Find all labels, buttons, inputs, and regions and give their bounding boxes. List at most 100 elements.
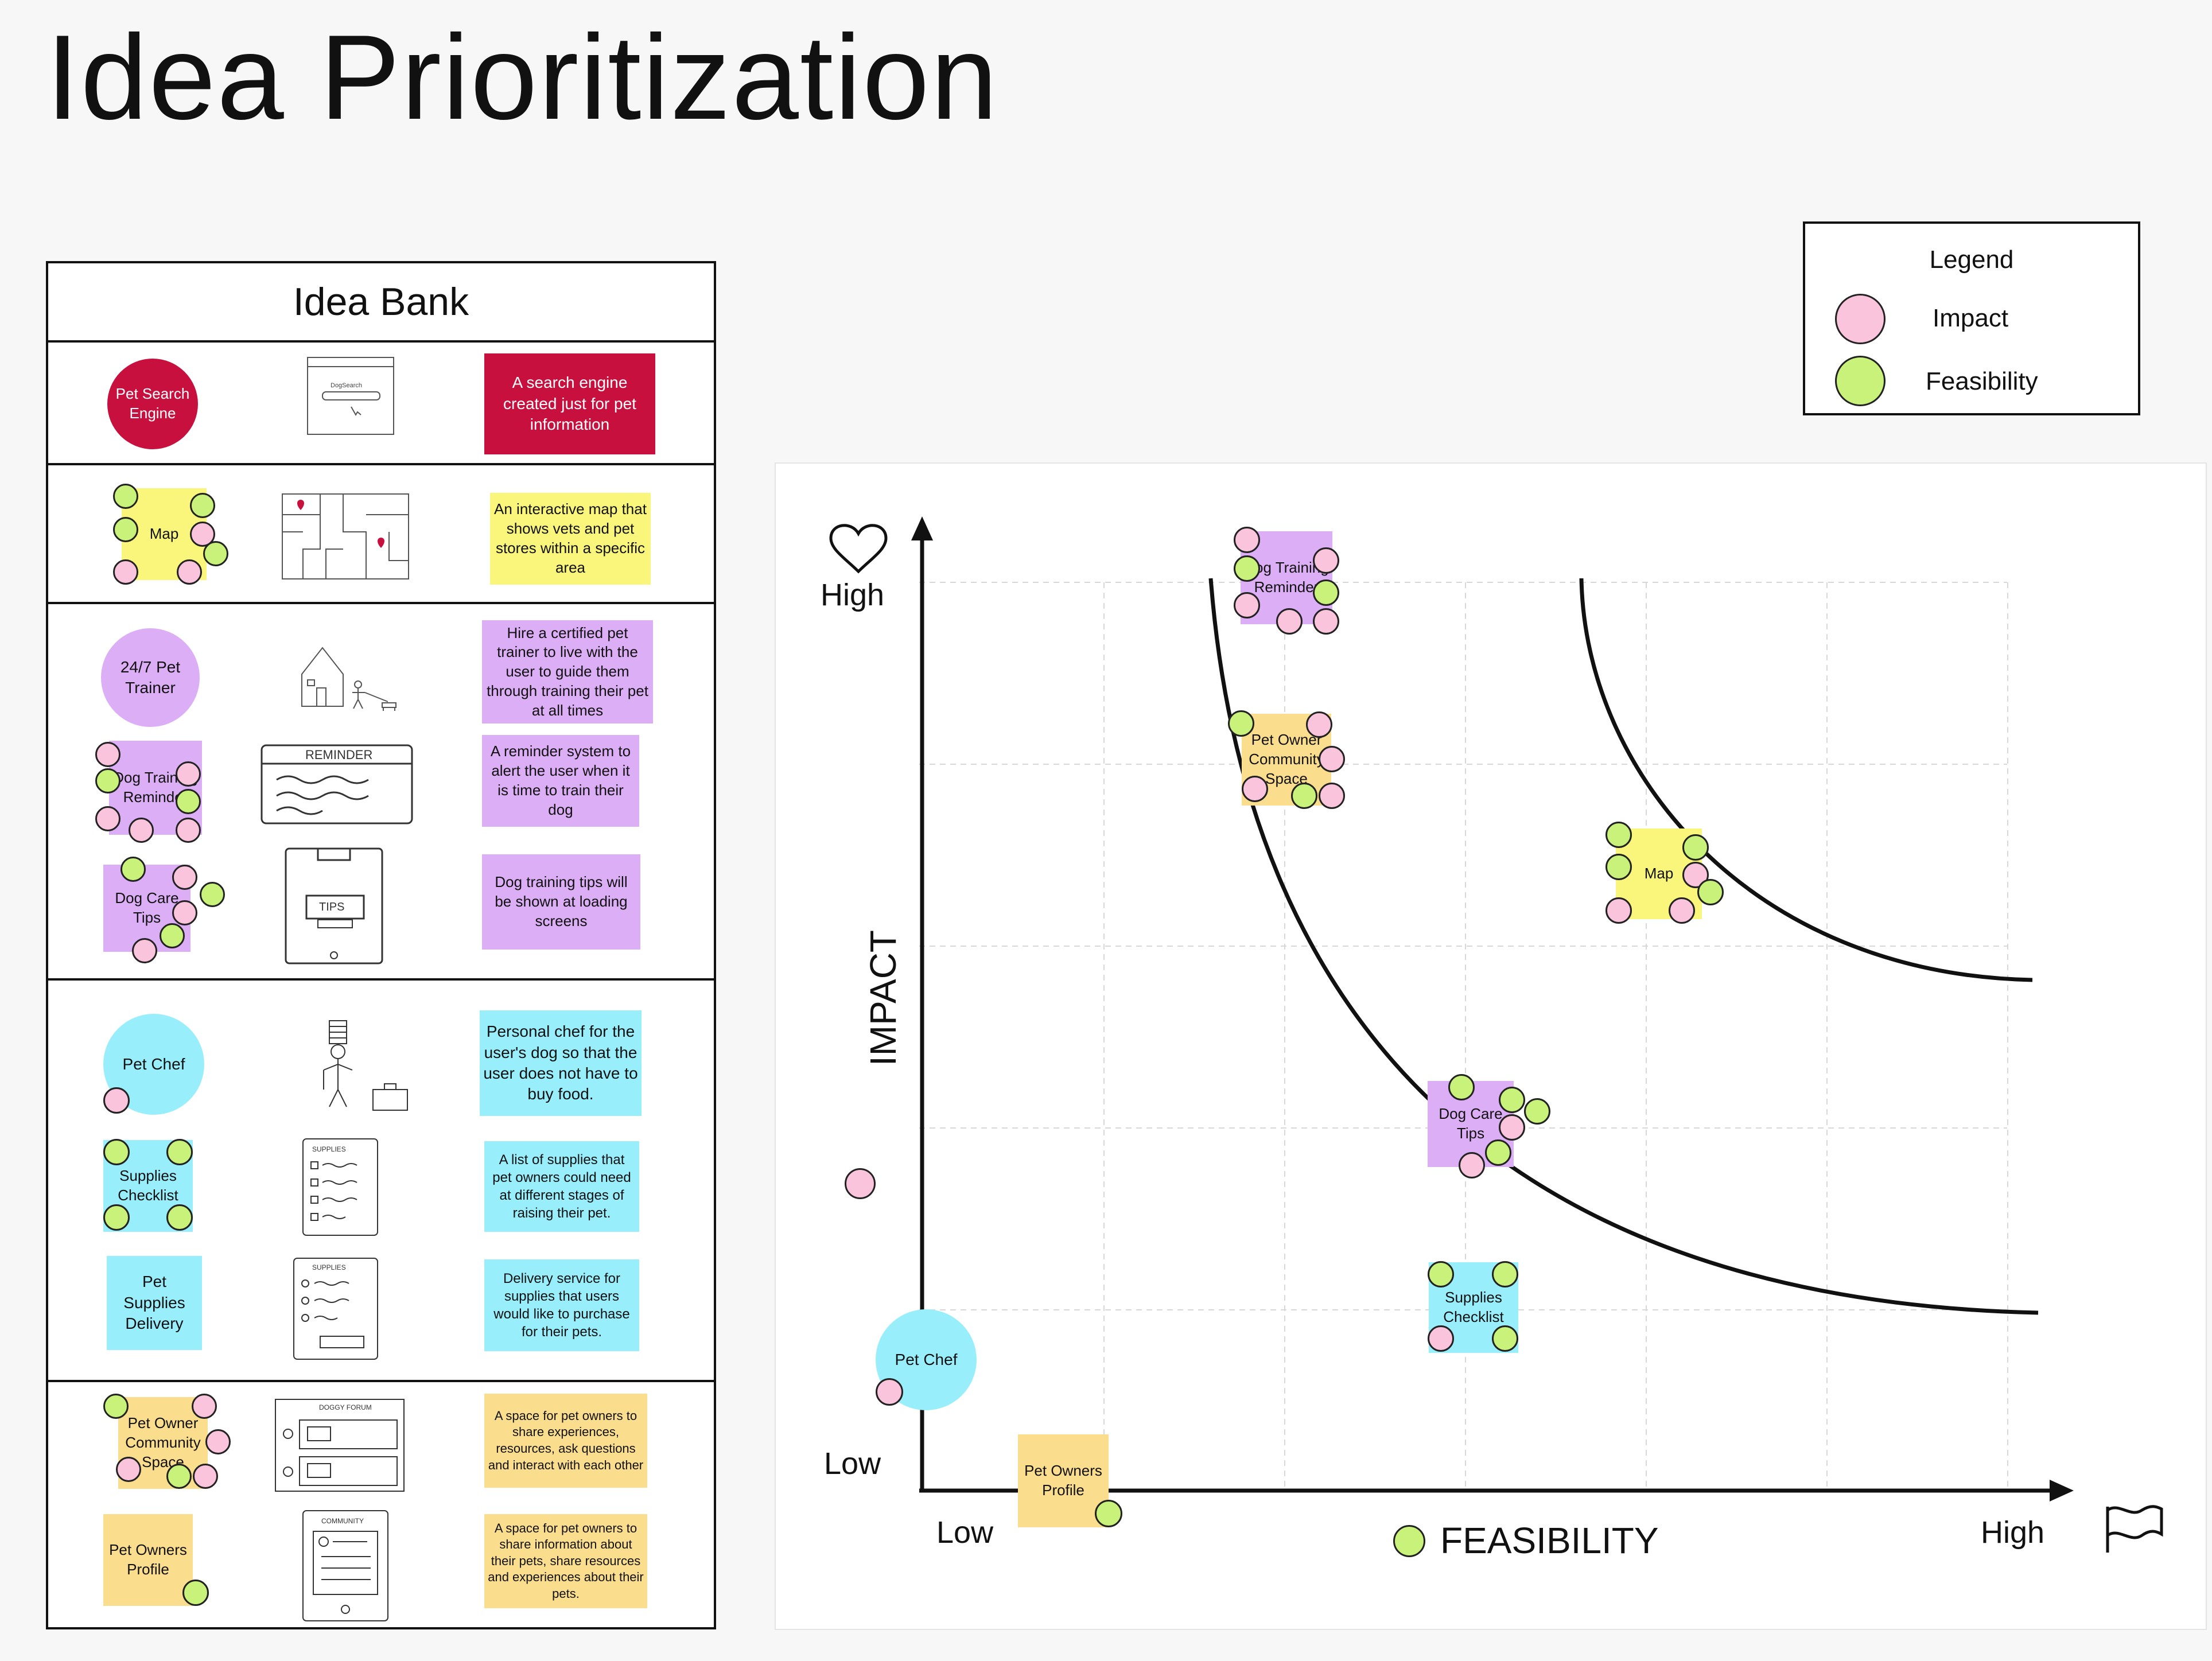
feasibility-vote-dot xyxy=(1605,822,1632,848)
checklist-sketch: SUPPLIES xyxy=(302,1138,378,1236)
impact-vote-dot xyxy=(95,742,120,767)
idea-description: A list of supplies that pet owners could… xyxy=(484,1141,639,1232)
feasibility-vote-dot xyxy=(1499,1087,1525,1113)
feasibility-vote-dot xyxy=(1228,710,1254,737)
flag-icon xyxy=(2106,1505,2163,1553)
feasibility-vote-dot xyxy=(160,923,185,948)
impact-vote-dot xyxy=(1319,783,1345,809)
impact-vote-dot xyxy=(95,806,120,831)
forum-sketch-label: DOGGY FORUM xyxy=(319,1403,372,1411)
feasibility-vote-dot xyxy=(113,484,138,509)
idea-description: Hire a certified pet trainer to live wit… xyxy=(482,620,653,723)
feasibility-legend-dot xyxy=(1835,356,1886,406)
feasibility-vote-dot xyxy=(190,493,215,518)
feasibility-vote-dot xyxy=(1605,854,1632,880)
y-axis-low-label: Low xyxy=(824,1446,881,1481)
browser-sketch-label: DogSearch xyxy=(331,382,362,389)
idea-description: A space for pet owners to share experien… xyxy=(484,1394,647,1488)
impact-vote-dot xyxy=(1306,711,1332,738)
feasibility-vote-dot xyxy=(103,1204,130,1231)
feasibility-vote-dot xyxy=(176,789,201,814)
map-sketch xyxy=(282,493,409,579)
feasibility-vote-dot xyxy=(103,1394,129,1419)
feasibility-axis-dot xyxy=(1393,1525,1425,1557)
feasibility-vote-dot xyxy=(1095,1500,1122,1527)
delivery-sketch: SUPPLIES xyxy=(293,1258,378,1360)
impact-vote-dot xyxy=(1669,897,1695,924)
checklist-sketch-label: SUPPLIES xyxy=(312,1145,346,1153)
idea-description: Delivery service for supplies that users… xyxy=(484,1259,639,1351)
impact-legend-dot xyxy=(1835,294,1886,344)
feasibility-vote-dot xyxy=(1682,834,1709,861)
legend-label-impact: Impact xyxy=(1933,304,2009,332)
profile-sketch-label: COMMUNITY xyxy=(321,1517,364,1525)
impact-vote-dot xyxy=(1234,592,1260,619)
section-divider xyxy=(48,978,714,981)
impact-vote-dot xyxy=(176,761,201,787)
feasibility-vote-dot xyxy=(1492,1325,1518,1352)
feasibility-vote-dot xyxy=(1524,1098,1550,1125)
idea-description: Dog training tips will be shown at loadi… xyxy=(482,854,640,950)
profile-sketch: COMMUNITY xyxy=(302,1510,388,1621)
feasibility-vote-dot xyxy=(1428,1261,1454,1287)
feasibility-vote-dot xyxy=(1313,579,1339,606)
feasibility-vote-dot xyxy=(203,541,228,566)
impact-vote-dot xyxy=(172,900,197,925)
impact-vote-dot xyxy=(1242,776,1268,802)
idea-description: A reminder system to alert the user when… xyxy=(482,735,639,827)
feasibility-vote-dot xyxy=(166,1464,192,1489)
idea-24-7-pet-trainer[interactable]: 24/7 Pet Trainer xyxy=(101,628,200,727)
y-axis-title: IMPACT xyxy=(862,929,904,1066)
impact-vote-dot xyxy=(176,818,201,843)
idea-bank-title: Idea Bank xyxy=(48,263,714,343)
page-title: Idea Prioritization xyxy=(46,10,999,145)
feasibility-vote-dot xyxy=(182,1580,209,1606)
section-divider xyxy=(48,1380,714,1382)
idea-description: An interactive map that shows vets and p… xyxy=(490,493,651,585)
tips-sketch-label: TIPS xyxy=(319,901,344,913)
impact-vote-dot xyxy=(1459,1152,1485,1178)
x-axis-low-label: Low xyxy=(936,1515,994,1550)
idea-bank-panel: Idea Bank Pet Search Engine DogSearch A … xyxy=(46,261,716,1629)
impact-vote-dot xyxy=(1276,608,1303,635)
impact-vote-dot xyxy=(205,1429,231,1454)
section-divider xyxy=(48,463,714,465)
impact-vote-dot xyxy=(177,559,202,585)
impact-vote-dot xyxy=(876,1378,903,1406)
feasibility-vote-dot xyxy=(1291,783,1317,809)
idea-description: A space for pet owners to share informat… xyxy=(484,1514,647,1608)
idea-pet-owners-profile[interactable]: Pet Owners Profile xyxy=(103,1514,193,1606)
feasibility-vote-dot xyxy=(95,768,120,793)
legend: Legend Impact Feasibility xyxy=(1803,221,2140,415)
impact-vote-dot xyxy=(192,1394,217,1419)
tips-sketch: TIPS xyxy=(285,847,383,964)
impact-vote-dot xyxy=(1605,897,1632,924)
reminder-sketch-label: REMINDER xyxy=(305,748,372,762)
x-axis-title: FEASIBILITY xyxy=(1440,1520,1659,1561)
idea-description: Personal chef for the user's dog so that… xyxy=(480,1010,642,1116)
chef-sketch xyxy=(323,1020,408,1111)
feasibility-vote-dot xyxy=(1492,1261,1518,1287)
impact-vote-dot xyxy=(193,1464,218,1489)
legend-title: Legend xyxy=(1929,246,2014,274)
feasibility-vote-dot xyxy=(103,1139,130,1165)
idea-pet-supplies-delivery[interactable]: Pet Supplies Delivery xyxy=(107,1256,202,1350)
feasibility-vote-dot xyxy=(1234,555,1260,582)
idea-pet-search-engine[interactable]: Pet Search Engine xyxy=(107,359,198,449)
house-sketch xyxy=(301,647,396,711)
feasibility-vote-dot xyxy=(120,857,146,882)
browser-sketch: DogSearch xyxy=(307,357,394,435)
impact-axis-dot xyxy=(845,1168,876,1199)
matrix-idea-pet-owners-profile[interactable]: Pet Owners Profile xyxy=(1018,1434,1109,1527)
y-axis-high-label: High xyxy=(821,578,885,612)
feasibility-vote-dot xyxy=(113,517,138,542)
feasibility-vote-dot xyxy=(1485,1139,1511,1166)
forum-sketch: DOGGY FORUM xyxy=(275,1399,405,1492)
idea-description: A search engine created just for pet inf… xyxy=(484,353,655,454)
impact-vote-dot xyxy=(103,1087,130,1114)
section-divider xyxy=(48,602,714,604)
impact-vote-dot xyxy=(172,865,197,890)
matrix-grid xyxy=(829,516,2163,1553)
prioritization-matrix: High Low Low High IMPACT FEASIBILITY Dog… xyxy=(775,462,2207,1630)
feasibility-vote-dot xyxy=(166,1204,193,1231)
